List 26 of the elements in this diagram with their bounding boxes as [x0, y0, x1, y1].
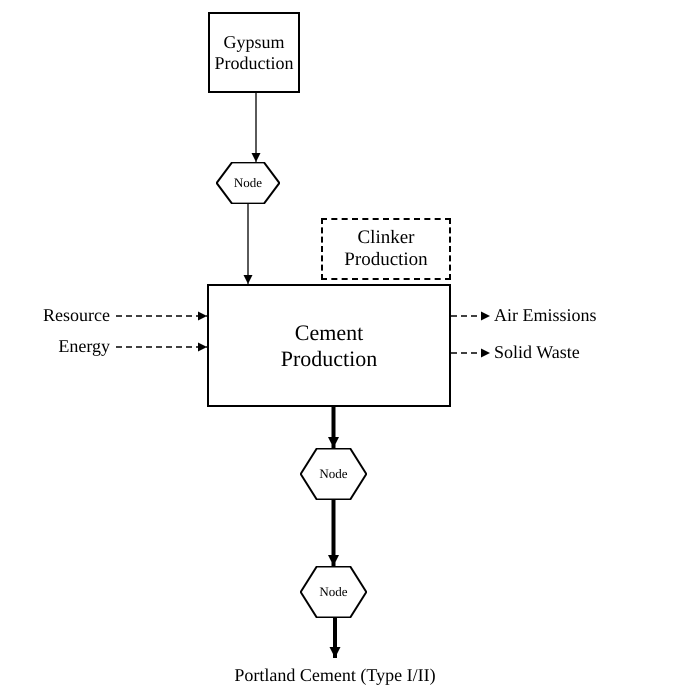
- process-box: [208, 12, 300, 93]
- node-hexagon: [300, 566, 367, 618]
- arrow: [252, 93, 260, 162]
- arrow: [451, 312, 490, 320]
- node-label: Clinker Production: [343, 227, 429, 271]
- output-label: Air Emissions: [494, 304, 597, 326]
- input-label: Resource: [43, 304, 110, 326]
- arrow: [116, 342, 207, 352]
- arrow: [328, 500, 339, 566]
- node-label: Node: [319, 584, 348, 600]
- node-label: Node: [319, 466, 348, 482]
- arrow: [328, 407, 339, 448]
- arrow: [330, 618, 340, 658]
- node-hexagon: [216, 162, 280, 204]
- node-label: Node: [234, 176, 262, 190]
- node-label: Cement Production: [280, 320, 378, 371]
- node-label: Gypsum Production: [214, 32, 294, 74]
- arrow: [244, 204, 252, 284]
- arrow: [116, 312, 207, 320]
- output-label: Solid Waste: [494, 342, 580, 362]
- process-box: [207, 284, 451, 407]
- output-label: Portland Cement (Type I/II): [234, 664, 436, 686]
- input-label: Energy: [58, 336, 110, 356]
- process-box: [321, 218, 451, 280]
- arrow: [451, 348, 490, 358]
- node-hexagon: [300, 448, 367, 500]
